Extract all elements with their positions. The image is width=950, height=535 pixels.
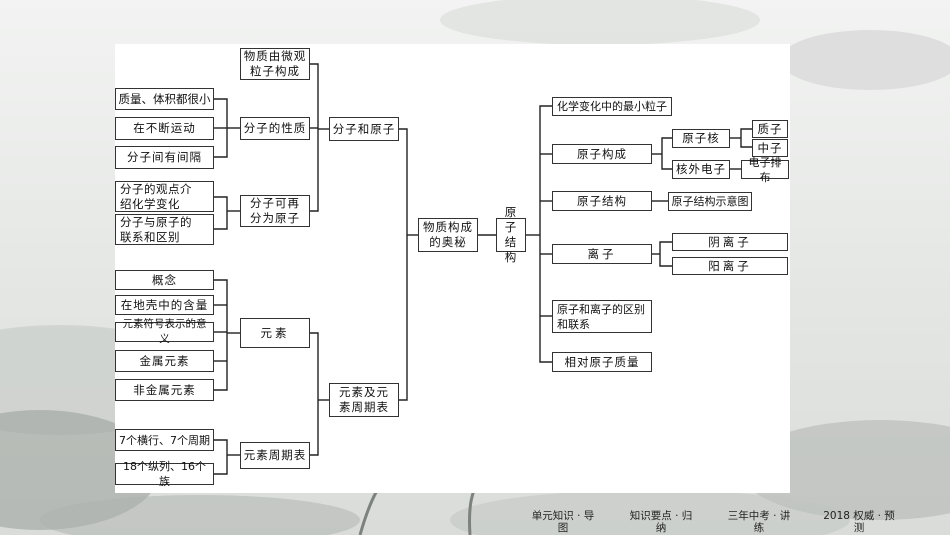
- node-atom-ion-relation: 原子和离子的区别 和联系: [552, 300, 652, 333]
- node-structure-diagram: 原子结构示意图: [668, 192, 752, 211]
- node-neutron: 中子: [752, 139, 788, 157]
- node-element: 元素: [240, 318, 310, 348]
- footer-link-predictions[interactable]: 2018 权威 · 预 测: [823, 510, 895, 534]
- node-atom-composition: 原子构成: [552, 144, 652, 164]
- footer-nav: 单元知识 · 导 图 知识要点 · 归 纳 三年中考 · 讲 练 2018 权威…: [520, 510, 940, 535]
- node-nonmetal-element: 非金属元素: [115, 379, 214, 401]
- node-micro-particles: 物质由微观 粒子构成: [240, 48, 310, 80]
- node-crust-content: 在地壳中的含量: [115, 295, 214, 315]
- node-smallest-particle: 化学变化中的最小粒子: [552, 97, 672, 116]
- node-element-periodic-table: 元素及元 素周期表: [329, 383, 399, 417]
- node-molecular-gaps: 分子间有间隔: [115, 146, 214, 169]
- node-ion: 离子: [552, 244, 652, 264]
- node-atom-structure-branch: 原子 结构: [496, 205, 526, 264]
- node-periodic-table: 元素周期表: [240, 442, 310, 469]
- node-chemical-change-view: 分子的观点介 绍化学变化: [115, 181, 214, 212]
- node-relative-atomic-mass: 相对原子质量: [552, 352, 652, 372]
- node-mass-volume-small: 质量、体积都很小: [115, 88, 214, 110]
- node-anion: 阴离子: [672, 233, 788, 251]
- node-atom-structure: 原子结构: [552, 191, 652, 211]
- node-groups: 18个纵列、16个族: [115, 460, 214, 488]
- footer-link-unit-map[interactable]: 单元知识 · 导 图: [531, 510, 595, 534]
- node-constant-motion: 在不断运动: [115, 117, 214, 140]
- node-molecule-and-atom: 分子和原子: [329, 117, 399, 141]
- node-extranuclear-electron: 核外电子: [672, 160, 730, 179]
- node-proton: 质子: [752, 120, 788, 138]
- node-periods: 7个横行、7个周期: [115, 429, 214, 451]
- node-nucleus: 原子核: [672, 129, 730, 148]
- footer-link-exam-practice[interactable]: 三年中考 · 讲 练: [727, 510, 791, 534]
- node-root-matter-composition: 物质构成 的奥秘: [418, 218, 478, 252]
- footer-link-key-points[interactable]: 知识要点 · 归 纳: [629, 510, 693, 534]
- node-molecule-divisible: 分子可再 分为原子: [240, 195, 310, 227]
- node-concept: 概念: [115, 270, 214, 290]
- node-symbol-meaning: 元素符号表示的意义: [115, 318, 214, 345]
- node-cation: 阳离子: [672, 257, 788, 275]
- node-electron-arrangement: 电子排布: [741, 156, 789, 184]
- node-molecule-atom-relation: 分子与原子的 联系和区别: [115, 214, 214, 245]
- node-metal-element: 金属元素: [115, 350, 214, 372]
- node-molecule-properties: 分子的性质: [240, 117, 310, 140]
